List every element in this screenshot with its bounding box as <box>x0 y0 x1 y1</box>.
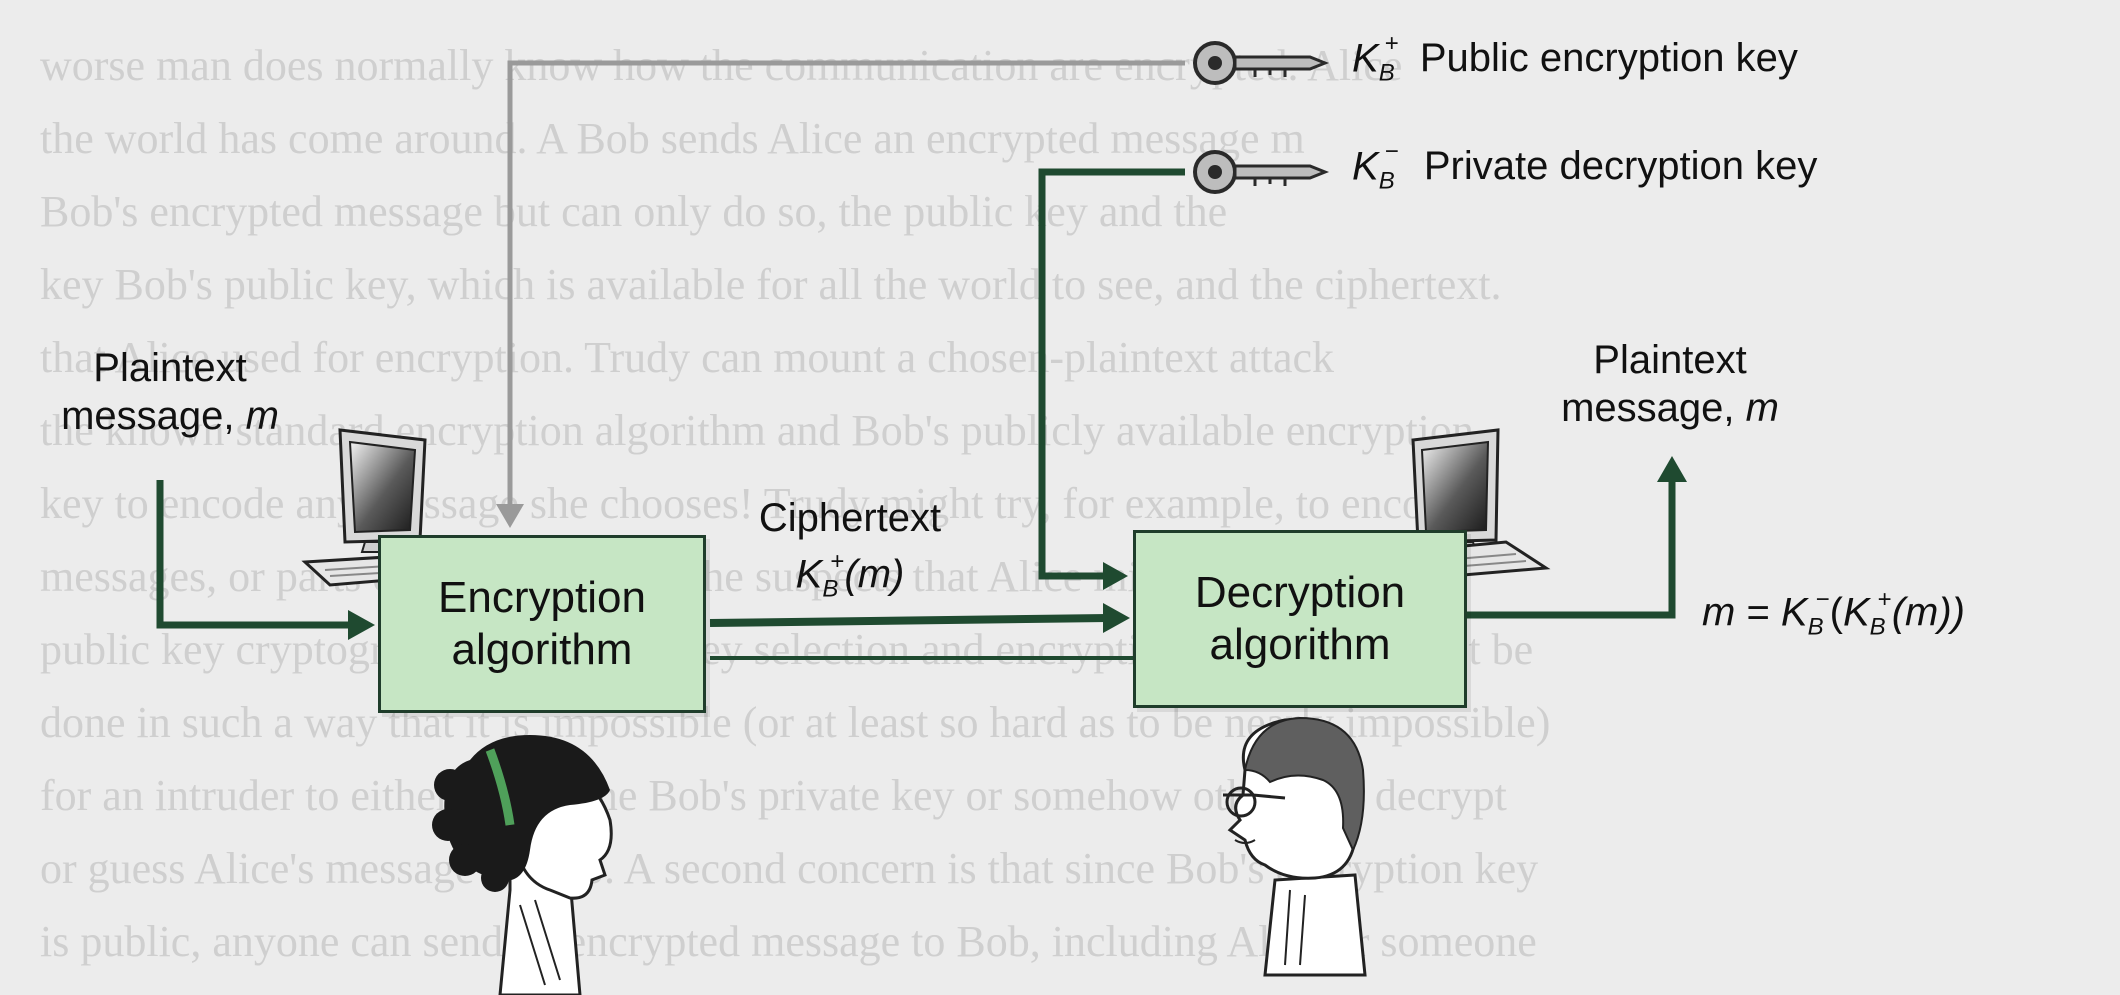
key-icon <box>1193 41 1330 85</box>
private-key-path <box>1038 168 1185 590</box>
alice-person-icon <box>432 735 613 995</box>
public-key-label: KB+ Public encryption key <box>1352 30 1798 87</box>
output-plaintext-label: Plaintext message, m <box>1561 338 1779 430</box>
private-key-label: KB− Private decryption key <box>1352 138 1818 195</box>
bob-person-icon <box>1223 716 1367 977</box>
computer-icon <box>301 428 455 587</box>
decryption-algorithm-box: Decryption algorithm <box>1133 530 1467 708</box>
ciphertext-label: Ciphertext KB+(m) <box>758 496 942 603</box>
input-plaintext-label: Plaintext message, m <box>61 346 279 438</box>
ciphertext-arrow <box>709 603 1133 660</box>
plaintext-output-arrow <box>1462 456 1687 619</box>
plaintext-input-arrow <box>156 480 375 640</box>
encryption-algorithm-box: Encryption algorithm <box>378 535 706 713</box>
public-key-path <box>496 60 1185 528</box>
key-icon <box>1193 150 1330 194</box>
decryption-result-formula: m = KB−(KB+(m)) <box>1702 586 1965 641</box>
